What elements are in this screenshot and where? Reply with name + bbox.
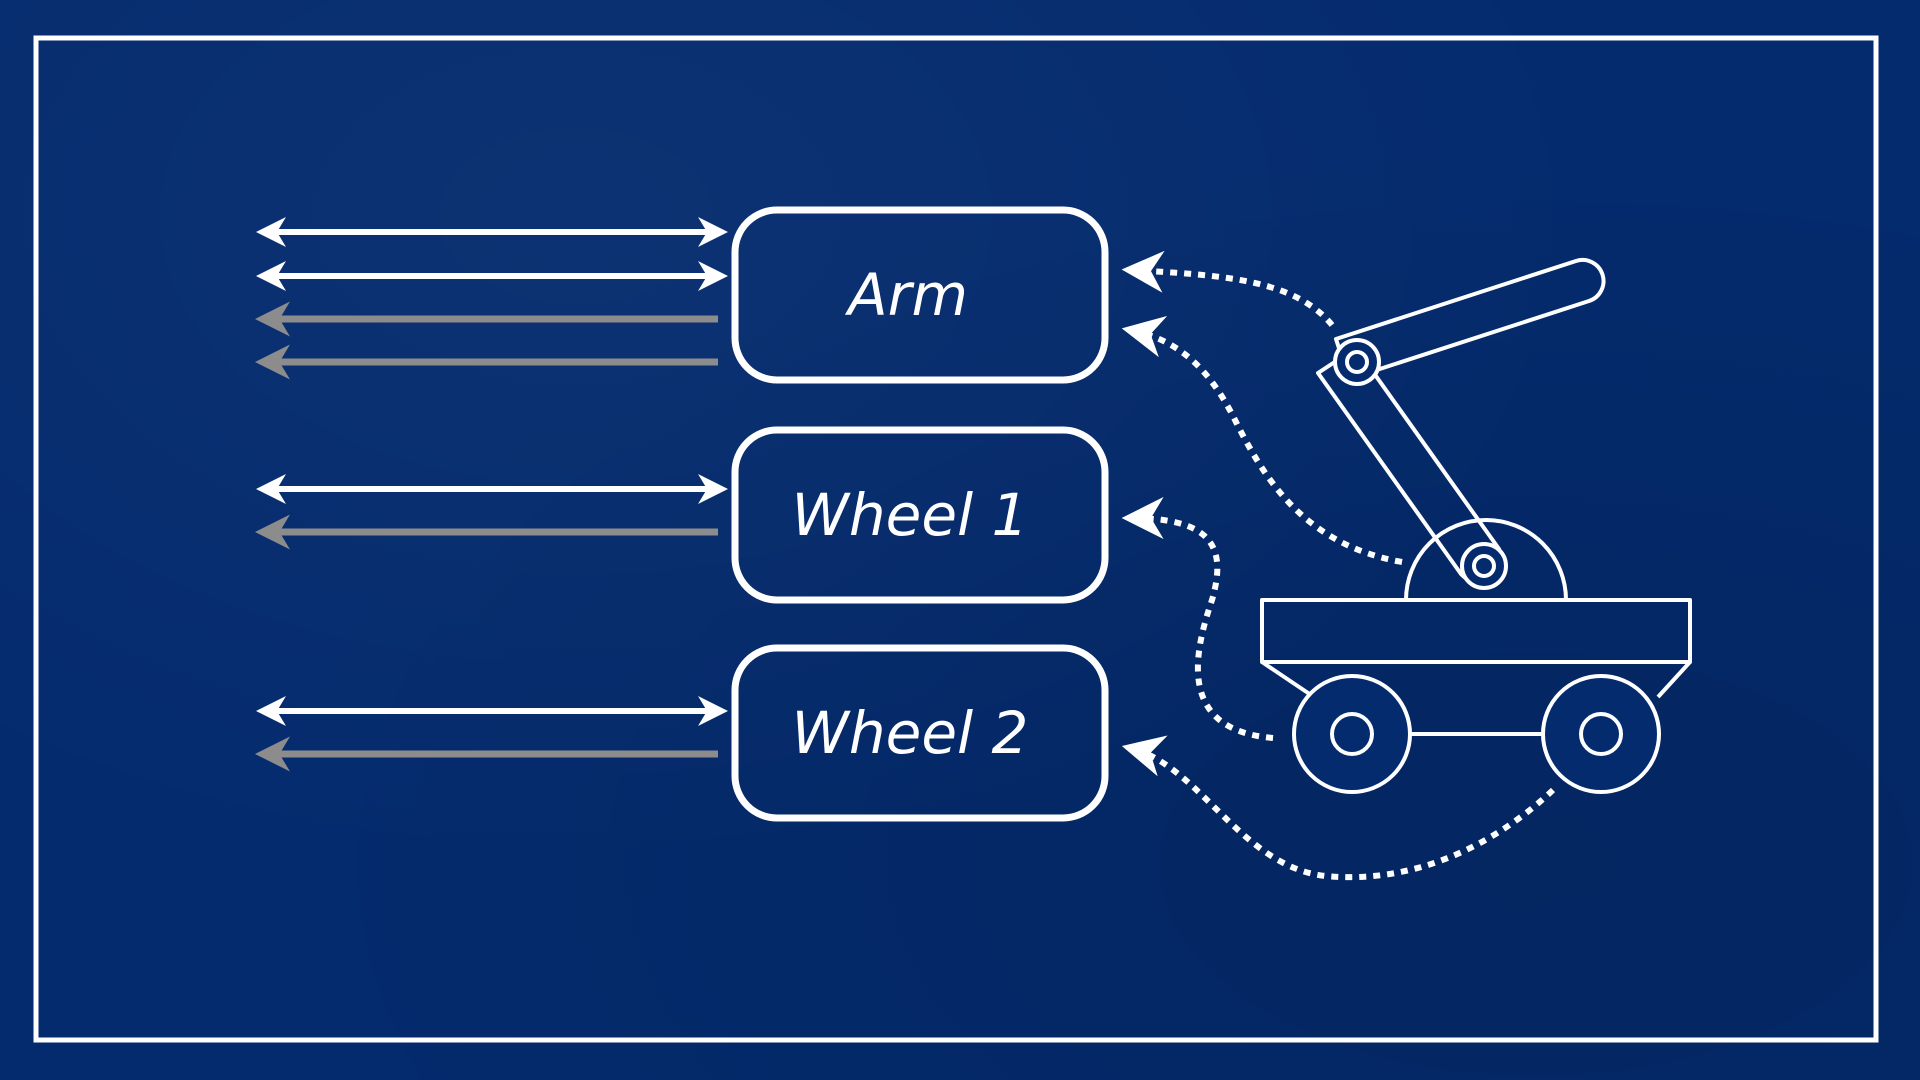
robot-cart-chassis <box>1260 660 1692 699</box>
connector-wheel1-to-wheel1-box <box>1121 497 1274 741</box>
robot-upper-arm <box>1334 257 1606 381</box>
arm-label: Arm <box>844 261 968 329</box>
wheel1-label: Wheel 1 <box>792 481 1029 549</box>
robot-arm-base-dome <box>1404 518 1568 601</box>
connector-arm-joint-to-arm-box <box>1121 250 1335 327</box>
arm-box: Arm <box>731 206 1109 384</box>
wheel2-arrows <box>255 696 728 772</box>
robot-shoulder-joint <box>1460 542 1508 590</box>
robot-cart-body <box>1260 598 1692 664</box>
wheel2-box: Wheel 2 <box>731 644 1109 822</box>
robot-elbow-joint <box>1333 338 1381 386</box>
arm-arrows <box>255 217 728 380</box>
connector-wheel2-to-wheel2-box <box>1121 735 1556 881</box>
wheel2-label: Wheel 2 <box>792 699 1029 767</box>
robot-wheel-right <box>1541 674 1661 794</box>
wheel1-box: Wheel 1 <box>731 426 1109 604</box>
outer-frame <box>33 35 1879 1043</box>
wheel1-arrows <box>255 474 728 550</box>
robot-connectors <box>1121 250 1556 881</box>
connector-arm-base-to-arm-box <box>1121 316 1403 565</box>
robot-cart-icon <box>1260 257 1692 794</box>
robot-wheel-left <box>1292 674 1412 794</box>
